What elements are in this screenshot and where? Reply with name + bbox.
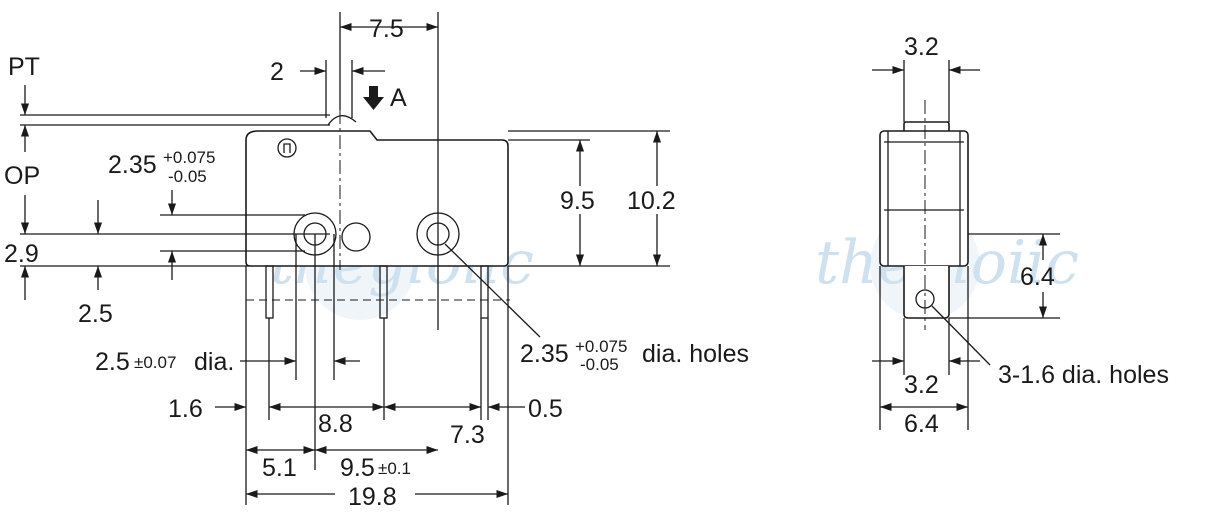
switch-body bbox=[245, 130, 509, 267]
side-view: 3.2 6.4 3-1.6 dia. holes 3.2 6.4 bbox=[872, 33, 1169, 438]
label-9-5-bottom-main: 9.5 bbox=[340, 454, 375, 482]
label-8-8: 8.8 bbox=[318, 410, 353, 438]
mark-circle bbox=[277, 138, 297, 158]
label-2-5-dia-text: dia. bbox=[194, 348, 234, 376]
side-actuator bbox=[903, 121, 950, 131]
label-1-6: 1.6 bbox=[168, 395, 203, 423]
side-pin bbox=[903, 266, 950, 319]
label-2-5: 2.5 bbox=[78, 300, 113, 328]
label-pt: PT bbox=[8, 53, 40, 81]
operating-direction-arrow-icon bbox=[363, 86, 384, 110]
center-hole bbox=[341, 222, 371, 252]
label-6-4-right: 6.4 bbox=[1020, 263, 1055, 291]
label-19-8: 19.8 bbox=[348, 483, 397, 511]
label-2: 2 bbox=[270, 58, 284, 86]
label-holes-minus: -0.05 bbox=[580, 355, 619, 374]
label-6-4-bottom: 6.4 bbox=[904, 410, 939, 438]
label-7-5: 7.5 bbox=[369, 15, 404, 43]
label-3-2-bottom: 3.2 bbox=[904, 371, 939, 399]
label-0-5: 0.5 bbox=[528, 395, 563, 423]
label-2-35-minus: -0.05 bbox=[168, 167, 207, 186]
label-holes-text: dia. holes bbox=[642, 340, 749, 368]
side-body bbox=[879, 130, 969, 267]
label-2-35-main: 2.35 bbox=[108, 151, 157, 179]
label-5-1: 5.1 bbox=[262, 454, 297, 482]
label-op: OP bbox=[4, 162, 40, 190]
leader-holes bbox=[444, 243, 541, 338]
label-2-5-dia-tol: ±0.07 bbox=[134, 353, 176, 372]
label-7-3: 7.3 bbox=[450, 421, 485, 449]
label-bg-9-5 bbox=[556, 186, 606, 214]
pin-right bbox=[480, 265, 489, 319]
leader-side-holes bbox=[931, 305, 991, 366]
label-9-5-bottom-tol: ±0.1 bbox=[378, 459, 411, 478]
label-a: A bbox=[390, 84, 407, 112]
label-side-holes: 3-1.6 dia. holes bbox=[998, 361, 1169, 389]
label-holes-main: 2.35 bbox=[520, 340, 569, 368]
label-holes-plus: +0.075 bbox=[575, 337, 627, 356]
front-view: 7.5 2 A PT OP 2.9 2.35 +0.075 -0.05 2.5 … bbox=[4, 12, 749, 511]
label-2-9: 2.9 bbox=[4, 240, 39, 268]
label-9-5: 9.5 bbox=[560, 187, 595, 215]
lever-tip bbox=[327, 115, 357, 126]
label-3-2-top: 3.2 bbox=[904, 33, 939, 61]
label-bg-10-2 bbox=[625, 186, 689, 214]
label-10-2: 10.2 bbox=[627, 187, 676, 215]
label-2-5-dia-main: 2.5 bbox=[95, 348, 130, 376]
mark-symbol bbox=[283, 143, 291, 153]
label-2-35-plus: +0.075 bbox=[163, 148, 215, 167]
